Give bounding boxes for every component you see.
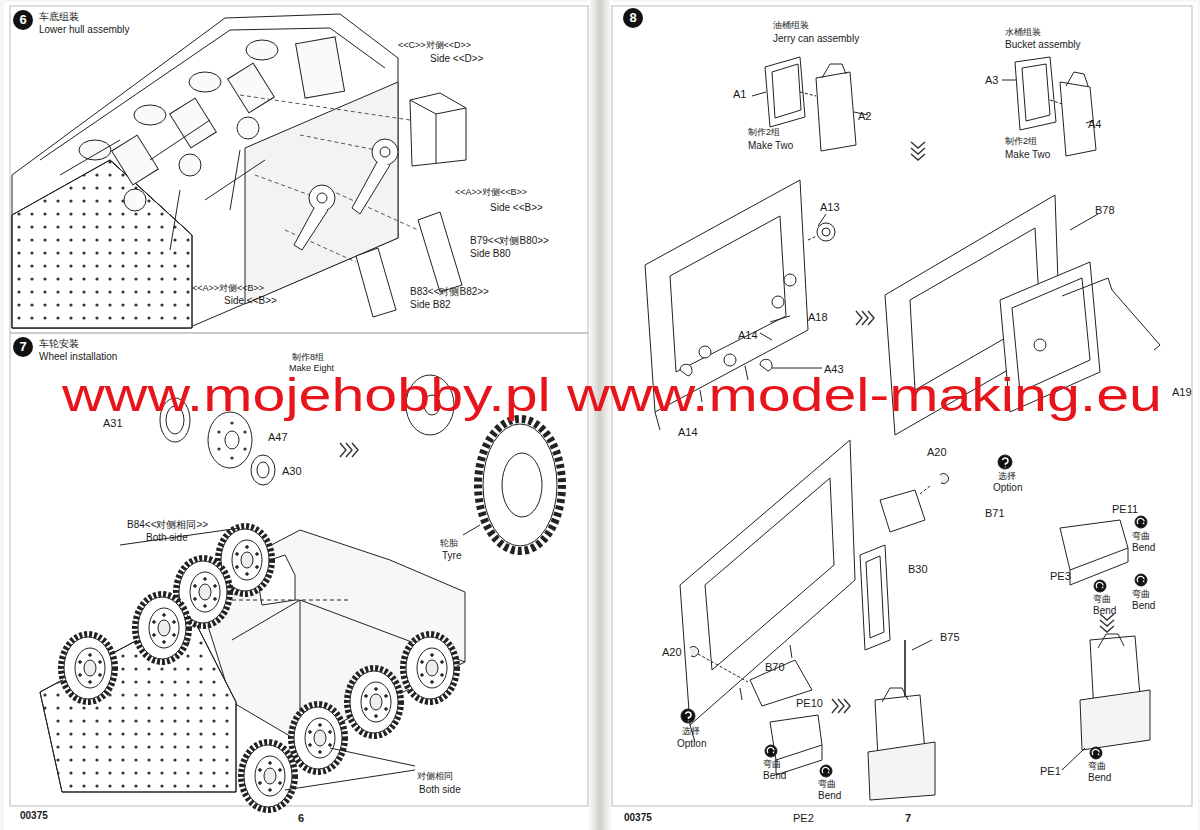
part-label: A18 — [808, 311, 828, 324]
step-heading: 车底组装Lower hull assembly — [39, 10, 130, 36]
part-label: Side <<B>> — [224, 295, 277, 307]
part-label: PE10 — [796, 697, 823, 710]
part-label: A30 — [282, 465, 302, 478]
step-number: 6 — [13, 10, 33, 30]
part-label: PE2 — [793, 812, 814, 825]
part-label: 选择 — [682, 726, 700, 736]
part-label: Bend — [1132, 542, 1155, 554]
part-label: Side B80 — [470, 248, 511, 260]
part-label: A1 — [733, 88, 746, 101]
part-label: B79<<对侧B80>> — [470, 235, 549, 247]
part-label: <<C>>对侧<<D>> — [398, 40, 471, 50]
step-heading: 车轮安装Wheel installation — [39, 337, 117, 363]
part-label: 弯曲 — [818, 779, 836, 789]
part-label: A13 — [820, 201, 840, 214]
part-label: PE11 — [1112, 503, 1138, 516]
part-label: B30 — [908, 563, 928, 576]
page-footer: 6 — [298, 812, 304, 825]
part-label: 水桶组装 — [1005, 27, 1041, 37]
part-label: 弯曲 — [1093, 594, 1111, 604]
part-label: 弯曲 — [1132, 589, 1150, 599]
step-marker: 8 — [623, 8, 643, 28]
part-label: B78 — [1095, 204, 1115, 217]
step-title: 车底组装 — [39, 10, 130, 23]
part-label: Make Two — [1005, 149, 1050, 161]
part-label: 制作2组 — [748, 127, 780, 137]
part-label: B71 — [985, 507, 1005, 520]
step-number: 7 — [13, 337, 33, 357]
part-label: <<A>>对侧<<B>> — [192, 283, 264, 293]
part-label: Bend — [818, 790, 841, 802]
part-label: B75 — [940, 631, 960, 644]
page-footer: 7 — [905, 812, 911, 825]
part-label: Bend — [1132, 600, 1155, 612]
part-label: Tyre — [442, 550, 461, 562]
part-label: Bucket assembly — [1005, 39, 1081, 51]
part-label: A14 — [738, 329, 758, 342]
part-label: 弯曲 — [1088, 761, 1106, 771]
part-label: A19 — [1172, 386, 1192, 399]
part-label: A4 — [1088, 118, 1101, 131]
part-label: A20 — [927, 446, 947, 459]
part-label: PE1 — [1040, 765, 1061, 778]
part-label: <<A>>对侧<<B>> — [455, 187, 527, 197]
part-label: 轮胎 — [440, 538, 458, 548]
part-label: A14 — [678, 426, 698, 439]
part-label: Both side — [419, 784, 461, 796]
part-label: 弯曲 — [1132, 531, 1150, 541]
part-label: Bend — [1088, 772, 1111, 784]
part-label: A3 — [985, 74, 998, 87]
step-title: 车轮安装 — [39, 337, 117, 350]
step-number: 8 — [623, 8, 643, 28]
part-label: Option — [993, 482, 1022, 494]
part-label: Make Two — [748, 140, 793, 152]
part-label: Option — [677, 738, 706, 750]
step-marker: 6 车底组装Lower hull assembly — [13, 10, 130, 36]
step-marker: 7 车轮安装Wheel installation — [13, 337, 117, 363]
part-label: PE3 — [1050, 570, 1071, 583]
part-label: Bend — [763, 770, 786, 782]
step-title: Lower hull assembly — [39, 23, 130, 36]
watermark: www.mojehobby.pl www.model-making.eu — [62, 372, 1162, 418]
part-label: A47 — [268, 431, 288, 444]
part-label: A20 — [662, 646, 682, 659]
part-label: 制作2组 — [1005, 136, 1037, 146]
part-label: 弯曲 — [763, 759, 781, 769]
page-footer: 00375 — [624, 812, 652, 824]
part-label: B84<<对侧相同>> — [127, 519, 208, 531]
part-label: B83<<对侧B82>> — [410, 286, 489, 298]
part-label: Side B82 — [410, 299, 451, 311]
part-label: 制作8组 — [292, 352, 324, 362]
stowage-drawing — [645, 57, 1160, 800]
part-label: Both side — [146, 532, 188, 544]
part-label: Side <<D>> — [430, 53, 483, 65]
part-label: B70 — [765, 661, 785, 674]
wheel-drawing — [40, 375, 562, 810]
part-label: 选择 — [998, 471, 1016, 481]
hull-drawing — [12, 14, 466, 328]
step-title: Wheel installation — [39, 350, 117, 363]
part-label: A2 — [858, 110, 871, 123]
part-label: 油桶组装 — [773, 20, 809, 30]
part-label: Side <<B>> — [490, 202, 543, 214]
part-label: Jerry can assembly — [773, 33, 859, 45]
part-label: Bend — [1093, 605, 1116, 617]
part-label: A31 — [103, 417, 123, 430]
part-label: 对侧相同 — [417, 771, 453, 781]
page-footer: 00375 — [20, 810, 48, 822]
